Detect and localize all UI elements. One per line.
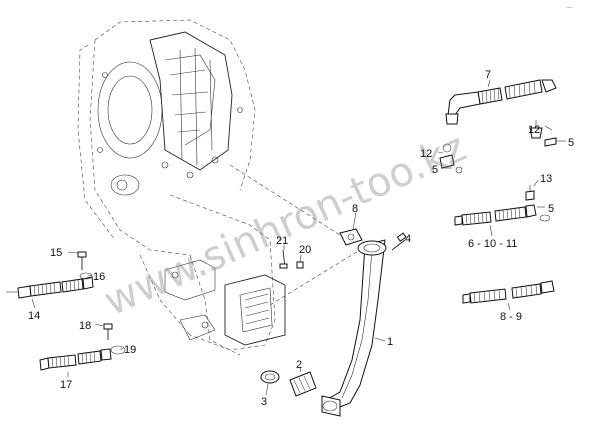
callout-21: 21	[276, 235, 288, 247]
left-upper-hose	[6, 276, 94, 299]
callout-1: 1	[387, 336, 393, 348]
flange-gasket	[339, 228, 363, 246]
callout-20: 20	[299, 244, 311, 256]
callout-labels: 1 2 3 4 5 5 5 7 8 8 - 9 6 - 10 - 11 12 1…	[28, 69, 574, 408]
callout-15: 15	[50, 247, 62, 259]
callout-4: 4	[405, 233, 411, 245]
callout-12: 12	[420, 148, 432, 160]
assembly-line	[229, 164, 341, 236]
banjo-fitting	[529, 120, 557, 147]
plug-bolt	[296, 261, 304, 269]
callout-8-9: 8 - 9	[500, 311, 522, 323]
elbow-and-clip	[103, 323, 126, 355]
callout-18: 18	[79, 320, 91, 332]
callout-5: 5	[568, 137, 574, 149]
callout-16: 16	[93, 271, 105, 283]
bolt-and-washer	[77, 251, 93, 280]
assembly-line	[269, 249, 361, 306]
callout-2: 2	[296, 359, 302, 371]
callout-7: 7	[485, 69, 491, 81]
bolt	[391, 232, 407, 251]
callout-12: 12	[528, 124, 540, 136]
callout-3: 3	[261, 396, 267, 408]
suction-pipe	[321, 239, 387, 417]
left-lower-hose	[39, 348, 112, 371]
middle-hose-assembly	[454, 185, 551, 226]
filter-element	[289, 371, 317, 397]
callout-14: 14	[28, 310, 40, 322]
union-fitting	[439, 143, 463, 174]
callout-5: 5	[432, 164, 438, 176]
callout-17: 17	[60, 379, 72, 391]
callout-6-10-11: 6 - 10 - 11	[468, 238, 517, 250]
upper-hose-assembly	[445, 79, 557, 125]
callout-8: 8	[352, 203, 358, 215]
transmission-housing	[77, 19, 286, 356]
o-ring	[260, 370, 280, 384]
callout-19: 19	[124, 344, 136, 356]
leader-lines	[31, 79, 566, 396]
lower-hose-assembly	[462, 280, 555, 304]
stud-bolt	[279, 249, 288, 269]
corner-mark: —	[566, 3, 573, 11]
callout-5: 5	[548, 203, 554, 215]
callout-13: 13	[540, 173, 552, 185]
